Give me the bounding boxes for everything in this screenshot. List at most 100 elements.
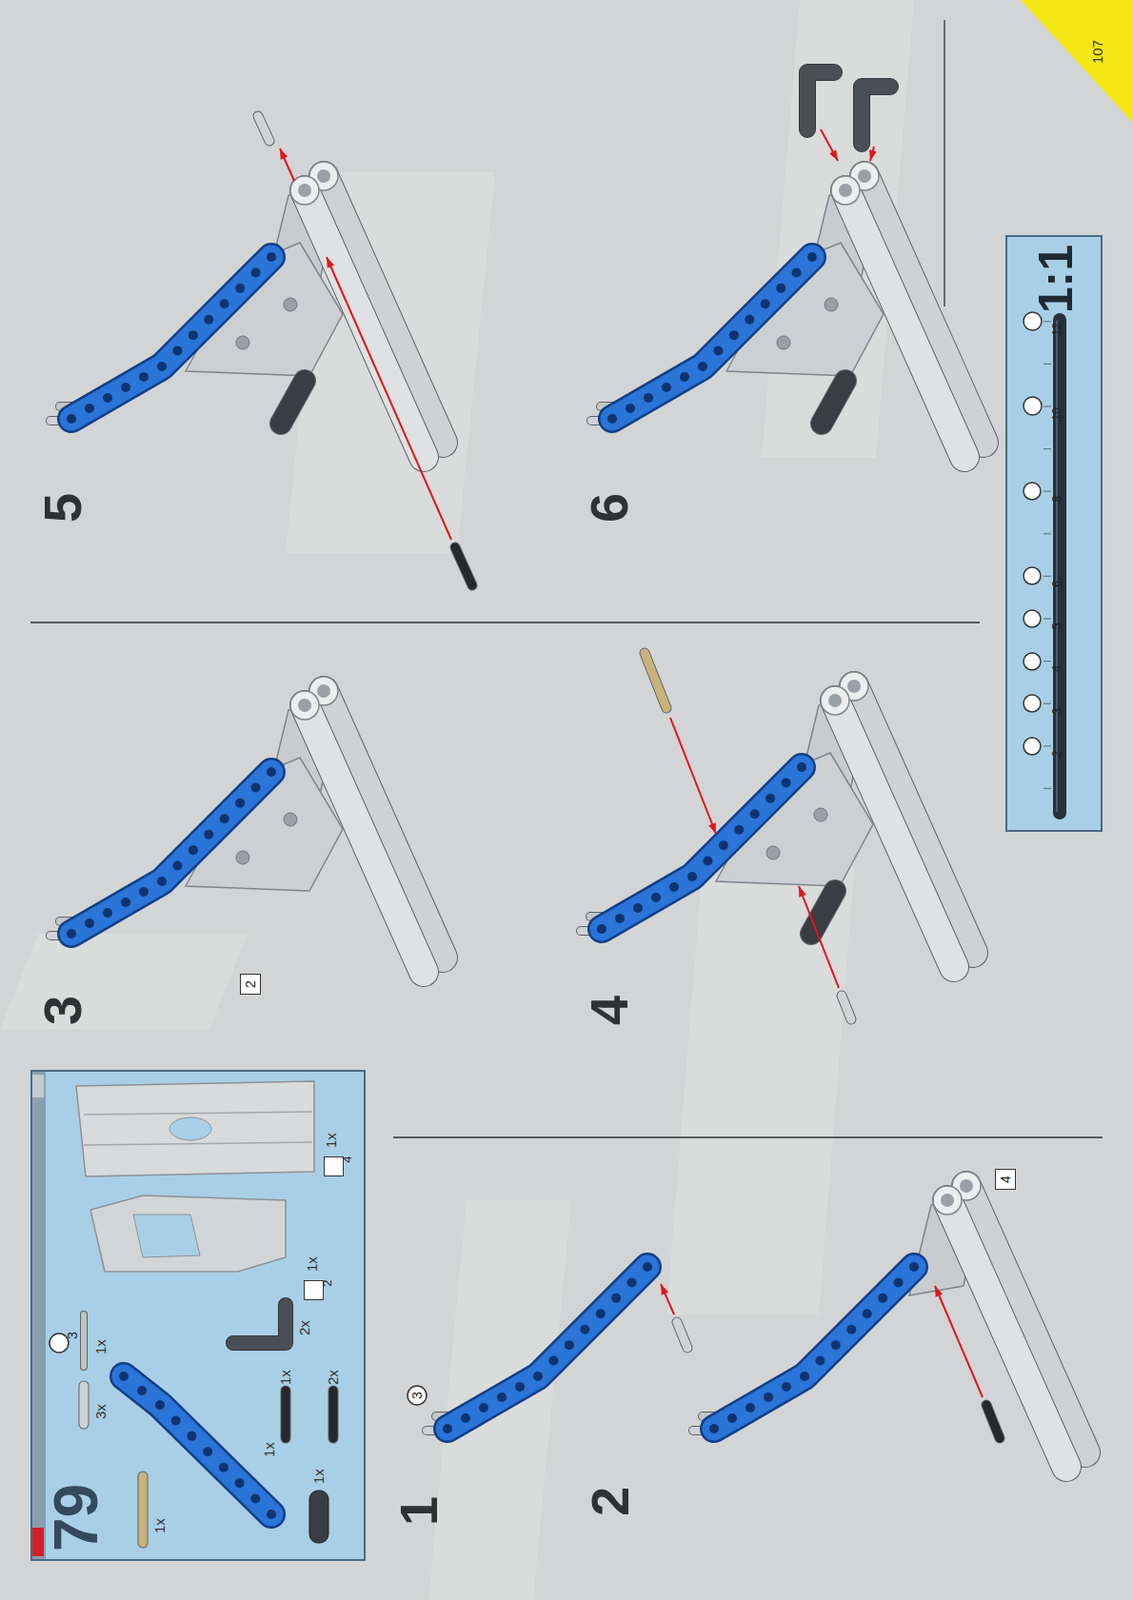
frame-hole	[814, 808, 828, 822]
grey-tube-part	[266, 676, 443, 973]
dark-bush-body	[821, 380, 846, 424]
liftarm-hole	[729, 330, 739, 340]
tube-body	[947, 1200, 1067, 1468]
liftarm-hole	[186, 1431, 197, 1442]
liftarm-edge	[71, 772, 272, 935]
assembly	[426, 1262, 688, 1434]
ruler-tick	[1043, 491, 1052, 493]
grey-pin-body	[79, 1386, 89, 1425]
callout-ring	[1023, 397, 1042, 417]
black-pin	[333, 1391, 335, 1439]
dark-bush-body	[280, 380, 305, 424]
assembly-arrow	[798, 886, 839, 989]
liftarm-hole	[596, 924, 607, 935]
callout-text: 3	[65, 1331, 80, 1340]
liftarm-hole	[799, 1371, 810, 1382]
parts-list	[76, 1081, 334, 1544]
liftarm-hole	[188, 845, 199, 855]
liftarm-hole	[814, 1356, 825, 1367]
grey-pin	[676, 1322, 688, 1349]
liftarm-hole	[625, 403, 636, 414]
liftarm-hole	[718, 840, 729, 851]
dark-l-beam-body	[807, 72, 835, 130]
blue-liftarm	[591, 252, 817, 424]
grey-pin-body	[676, 1322, 688, 1349]
liftarm-hole	[745, 1403, 756, 1413]
parts-list-panel: 79324	[30, 1070, 366, 1562]
tan-pin-edge	[644, 653, 667, 709]
photo-streak	[666, 838, 857, 1315]
liftarm-hole	[702, 856, 713, 867]
arrow-head	[798, 886, 807, 898]
ruler-tick	[1043, 660, 1052, 662]
black-pin-body	[281, 1391, 291, 1439]
grey-pin-edge	[79, 1386, 90, 1425]
dark-l-beam	[807, 72, 835, 130]
liftarm-body	[71, 772, 272, 935]
ruler-tick	[1043, 617, 1052, 619]
liftarm-hole	[775, 283, 786, 294]
liftarm-edge	[612, 257, 813, 419]
liftarm-hole	[120, 897, 131, 908]
callout-number: 4	[994, 1169, 1016, 1191]
arrow-line	[279, 148, 295, 181]
liftarm-hole	[515, 1382, 525, 1392]
tube-line	[83, 1142, 313, 1146]
photo-streak	[428, 1200, 572, 1600]
liftarm-hole	[763, 1392, 774, 1403]
liftarm-hole	[792, 267, 802, 278]
tube-hole	[317, 684, 331, 698]
assembly	[591, 161, 984, 458]
step-divider	[943, 19, 945, 307]
callout-number: 3	[48, 1332, 70, 1354]
liftarm-hole	[750, 809, 760, 819]
callout-circle	[1022, 652, 1042, 672]
liftarm-edge	[123, 1376, 272, 1515]
liftarm-hole	[137, 1386, 147, 1396]
dark-l-beam	[233, 1305, 286, 1344]
tube-end	[290, 691, 319, 720]
tube-end	[933, 1186, 962, 1215]
liftarm-hole	[66, 414, 77, 424]
part-count: 1x	[304, 1256, 319, 1273]
liftarm-hole	[807, 252, 817, 262]
ruler-tick	[1043, 533, 1052, 535]
callout-circle	[1022, 609, 1042, 629]
dark-l-beam-edge	[861, 86, 891, 144]
part-count: 1x	[152, 1518, 167, 1534]
liftarm-hole	[796, 762, 807, 773]
liftarm-edge	[601, 767, 802, 930]
liftarm-hole	[203, 830, 214, 840]
step-number: 5	[36, 493, 90, 523]
liftarm-hole	[171, 1415, 181, 1426]
callout-number: 4	[323, 1157, 344, 1178]
step-divider	[393, 1136, 1103, 1138]
step-number: 2	[583, 1487, 637, 1517]
corner-tab	[1020, 0, 1133, 123]
liftarm-hole	[119, 1371, 129, 1382]
liftarm-hole	[155, 1400, 165, 1411]
parts-panel-header	[30, 1070, 46, 1562]
liftarm-hole	[607, 414, 617, 424]
liftarm-hole	[642, 1262, 653, 1273]
assembly-arrow	[660, 1284, 675, 1315]
callout-number: 2	[239, 973, 261, 995]
blue-liftarm	[693, 1262, 919, 1434]
tube-hole	[298, 698, 312, 713]
scale-ruler: 1:12345681012	[1005, 235, 1103, 833]
callout-ring	[1023, 482, 1041, 500]
liftarm-hole	[548, 1356, 558, 1367]
liftarm-hole	[218, 1463, 229, 1473]
liftarm-hole	[877, 1293, 888, 1304]
ruler-tick	[1043, 405, 1052, 407]
ruler-number: 12	[1022, 311, 1043, 332]
liftarm-hole	[909, 1262, 919, 1273]
tan-pin	[644, 653, 667, 709]
dark-bush	[821, 380, 846, 424]
liftarm-hole	[139, 887, 149, 897]
callout-ring	[1023, 695, 1041, 713]
ruler-tick	[1043, 576, 1052, 577]
callout-circle	[1022, 481, 1042, 501]
